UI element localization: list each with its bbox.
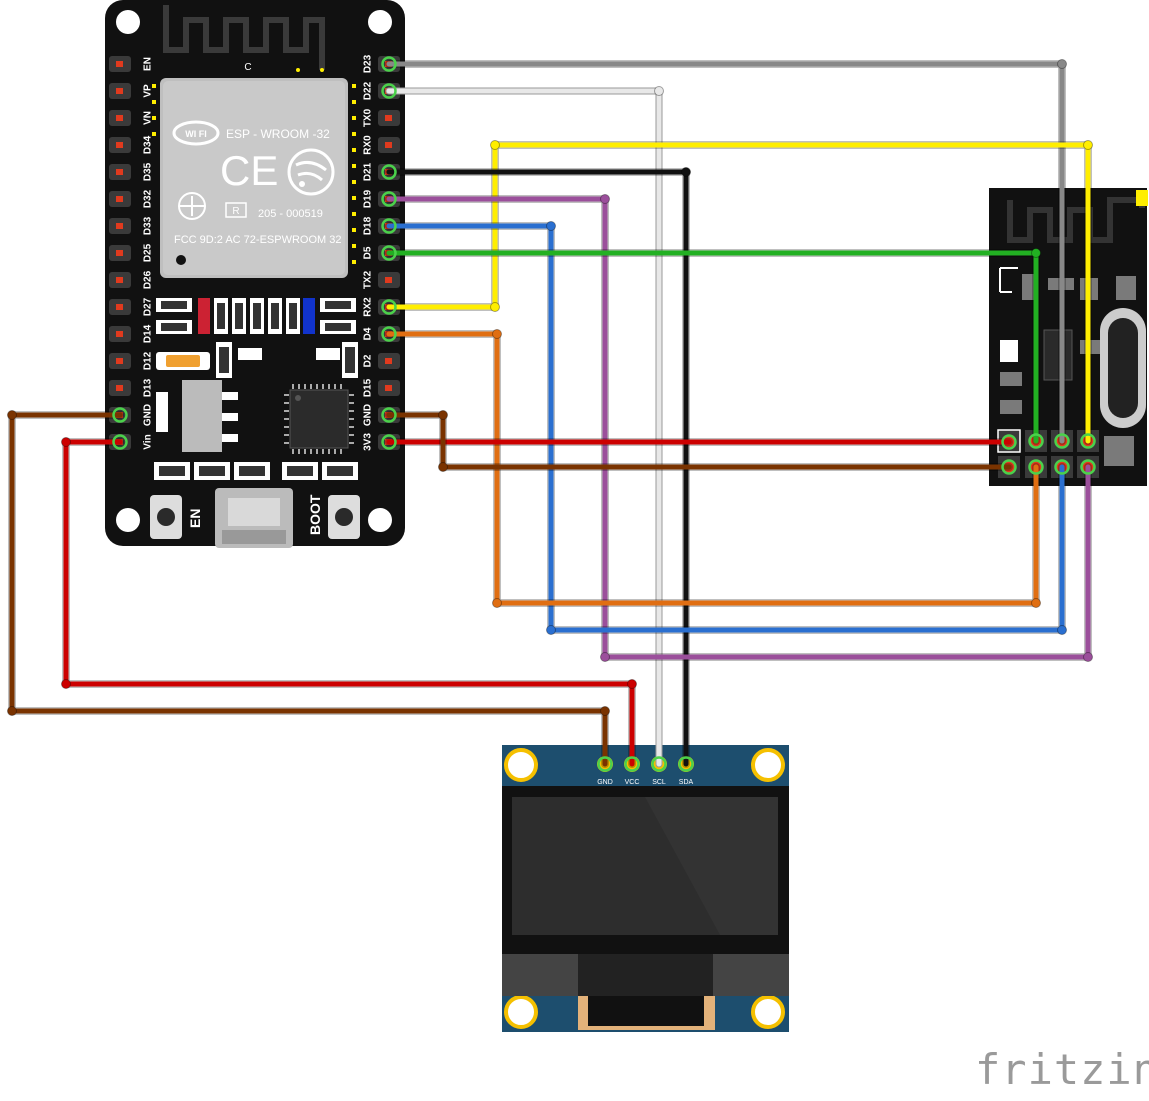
esp32-pin-label: D14 [143, 324, 154, 343]
esp32-pin-label: D19 [363, 189, 374, 208]
usb-port [215, 488, 293, 548]
wifi-logo-icon [172, 120, 220, 146]
fcc-text: FCC 9D:2 AC 72-ESPWROOM 32 [174, 234, 342, 246]
wire-green-d5[interactable] [386, 250, 1039, 444]
wire-white-d22[interactable] [386, 88, 662, 767]
esp32-pin-label: D32 [143, 189, 154, 208]
wire-blue-d18[interactable] [386, 223, 1065, 633]
esp32-pin-label: D22 [363, 81, 374, 100]
esp32-pin-label: D13 [143, 378, 154, 397]
crystal-oscillator [1100, 308, 1146, 428]
antenna-mark: C [244, 62, 251, 73]
r-code: 205 - 000519 [258, 208, 323, 220]
wifi-logo-text: WI FI [185, 129, 207, 139]
esp32-pin-label: EN [143, 57, 154, 71]
oled-pin-label: VCC [625, 779, 640, 786]
oled-pin-label: SDA [679, 779, 694, 786]
wroom-module: WI FI ESP - WROOM -32 CE R 205 - 000519 … [160, 78, 348, 278]
en-button[interactable] [150, 495, 182, 539]
esp32-pin-label: RX2 [363, 297, 374, 317]
esp32-pin-label: D33 [143, 216, 154, 235]
oled-pin-label: SCL [652, 779, 666, 786]
esp32-pin-label: 3V3 [363, 433, 374, 451]
esp32-pin-label: VN [143, 111, 154, 125]
esp32-pin-label: D2 [363, 354, 374, 367]
esp32-pin-label: GND [363, 404, 374, 426]
esp32-pin-label: D15 [363, 378, 374, 397]
esp32-pin-label: D25 [143, 243, 154, 262]
en-button-label: EN [187, 509, 203, 528]
esp32-pin-label: TX2 [363, 270, 374, 289]
oled-display-module: GND VCC SCL SDA [502, 745, 789, 1032]
oled-pin-label: GND [597, 779, 613, 786]
boot-button-label: BOOT [307, 494, 323, 535]
esp32-pin-label: D18 [363, 216, 374, 235]
ce-mark: CE [220, 147, 278, 194]
module-contacts [152, 84, 356, 264]
esp32-pin-label: D26 [143, 270, 154, 289]
certification-icon [178, 192, 206, 220]
esp32-pin-label: D34 [143, 135, 154, 154]
esp32-pin-label: RX0 [363, 135, 374, 155]
espressif-logo-icon [287, 148, 335, 196]
antenna-trace: C [163, 5, 325, 73]
esp32-pin-label: TX0 [363, 108, 374, 127]
esp32-pin-label: D27 [143, 297, 154, 316]
smd-components [154, 298, 358, 480]
esp32-pin-label: D12 [143, 351, 154, 370]
boot-button[interactable] [328, 495, 360, 539]
esp32-pin-label: D21 [363, 162, 374, 181]
fritzing-watermark: fritzing [975, 1045, 1149, 1094]
module-title: ESP - WROOM -32 [226, 127, 330, 141]
wires [8, 60, 1092, 768]
wire-brown-gnd-right[interactable] [386, 412, 1012, 470]
esp32-pin-label: D23 [363, 54, 374, 73]
esp32-pin-label: D4 [363, 327, 374, 340]
esp32-pin-label: D5 [363, 246, 374, 259]
esp32-pin-label: VP [143, 84, 154, 98]
esp32-board: C WI FI ESP - WROOM -32 CE R [105, 0, 405, 548]
wire-bendpoints [7, 56, 1096, 772]
r-mark: R [232, 206, 239, 217]
esp32-pin-label: D35 [143, 162, 154, 181]
esp32-pin-label: Vin [143, 434, 154, 449]
esp32-pin-label: GND [143, 404, 154, 426]
